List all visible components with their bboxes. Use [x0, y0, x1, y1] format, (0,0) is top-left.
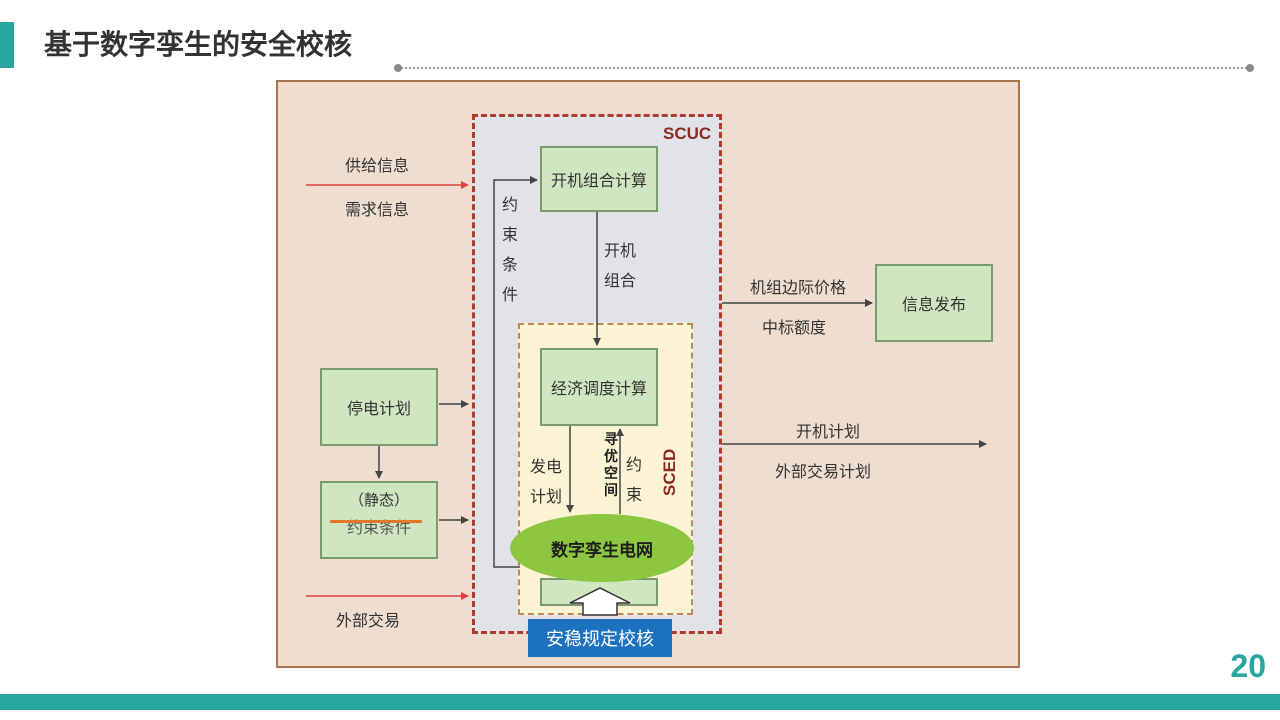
uc-calc-label: 开机组合计算: [550, 171, 647, 190]
title-divider: [398, 67, 1250, 69]
marginal-price-label: 机组边际价格: [750, 278, 847, 297]
supply-info-label: 供给信息: [345, 156, 410, 175]
slide-title: 基于数字孪生的安全校核: [44, 28, 353, 61]
demand-info-label: 需求信息: [345, 200, 410, 219]
info-publish-box: 信息发布: [875, 264, 993, 342]
security-check-box: 安稳规定校核: [528, 619, 672, 657]
uc-plan-label: 开机计划: [796, 422, 861, 441]
constraint-loop-arrow: [493, 176, 538, 568]
external-plan-label: 外部交易计划: [775, 462, 872, 481]
ed-calc-box: 经济调度计算: [540, 348, 658, 426]
external-trade-label: 外部交易: [336, 611, 401, 630]
search-space-label: 寻优空间: [604, 432, 618, 499]
divider-dot-right: [1246, 64, 1254, 72]
uc-result-label: 开机组合: [604, 241, 637, 290]
digital-twin-grid: 数字孪生电网: [510, 514, 694, 582]
strikethrough-mark: [330, 520, 422, 523]
ed-calc-label: 经济调度计算: [550, 379, 647, 398]
uc-calc-box: 开机组合计算: [540, 146, 658, 212]
constraint-short-label: 约束: [625, 455, 642, 504]
info-publish-label: 信息发布: [901, 295, 966, 314]
security-check-label: 安稳规定校核: [546, 629, 654, 650]
winning-volume-label: 中标额度: [762, 318, 827, 337]
page-number: 20: [1230, 648, 1266, 684]
outage-plan-box: 停电计划: [320, 368, 438, 446]
static-note-label: （静态）: [348, 490, 409, 509]
title-accent-bar: [0, 22, 14, 68]
check-up-arrow: [569, 587, 631, 616]
bottom-bar: [0, 694, 1280, 710]
outage-plan-label: 停电计划: [346, 399, 411, 418]
scuc-label: SCUC: [663, 124, 712, 143]
gen-plan-label: 发电计划: [530, 457, 563, 506]
constraint-vertical-label: 约束条件: [501, 195, 518, 304]
divider-dot-left: [394, 64, 402, 72]
digital-twin-label: 数字孪生电网: [551, 540, 653, 561]
